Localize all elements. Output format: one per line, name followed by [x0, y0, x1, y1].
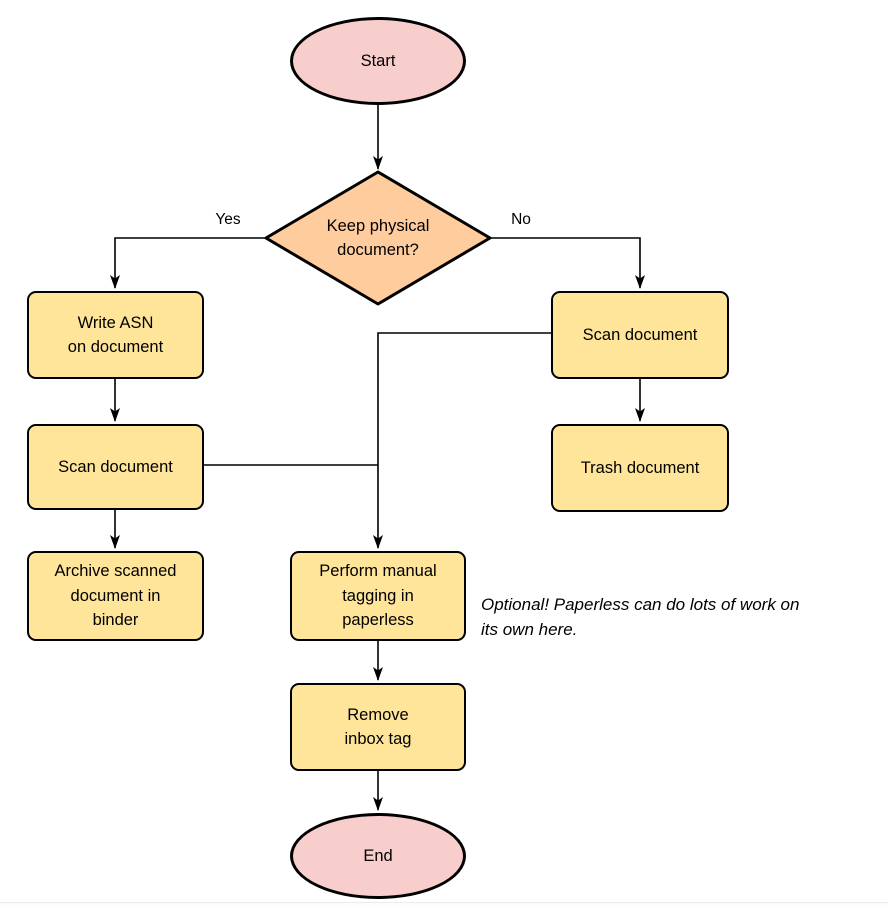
manual-tagging-node: Perform manual tagging in paperless [290, 551, 466, 641]
edge-decision-yes-to-write-asn [110, 237, 266, 289]
scan-document-right-label: Scan document [582, 325, 698, 344]
trash-document-node: Trash document [551, 424, 729, 512]
write-asn-node-label: Write ASN on document [67, 313, 164, 357]
end-node: End [290, 813, 466, 899]
start-node-label: Start [360, 51, 396, 70]
decision-node-label: Keep physical document? [326, 216, 430, 260]
bottom-divider [0, 902, 888, 907]
write-asn-node: Write ASN on document [27, 291, 204, 379]
start-node: Start [290, 17, 466, 105]
archive-node-label: Archive scanned document in binder [54, 562, 177, 630]
scan-document-right-node: Scan document [551, 291, 729, 379]
end-node-label: End [363, 846, 393, 865]
optional-note-text: Optional! Paperless can do lots of work … [481, 595, 800, 639]
remove-inbox-tag-node: Remove inbox tag [290, 683, 466, 771]
edge-decision-no-to-scan-right [490, 237, 645, 289]
edge-label-yes: Yes [215, 211, 241, 228]
edge-label-no: No [511, 211, 531, 228]
scan-document-left-node: Scan document [27, 424, 204, 510]
manual-tagging-label: Perform manual tagging in paperless [319, 562, 437, 630]
scan-document-left-label: Scan document [58, 457, 173, 476]
remove-inbox-tag-label: Remove inbox tag [344, 705, 412, 749]
archive-node: Archive scanned document in binder [27, 551, 204, 641]
decision-shape [264, 170, 492, 306]
edge-scan-right-to-tagging [373, 332, 551, 549]
trash-document-label: Trash document [580, 458, 700, 477]
